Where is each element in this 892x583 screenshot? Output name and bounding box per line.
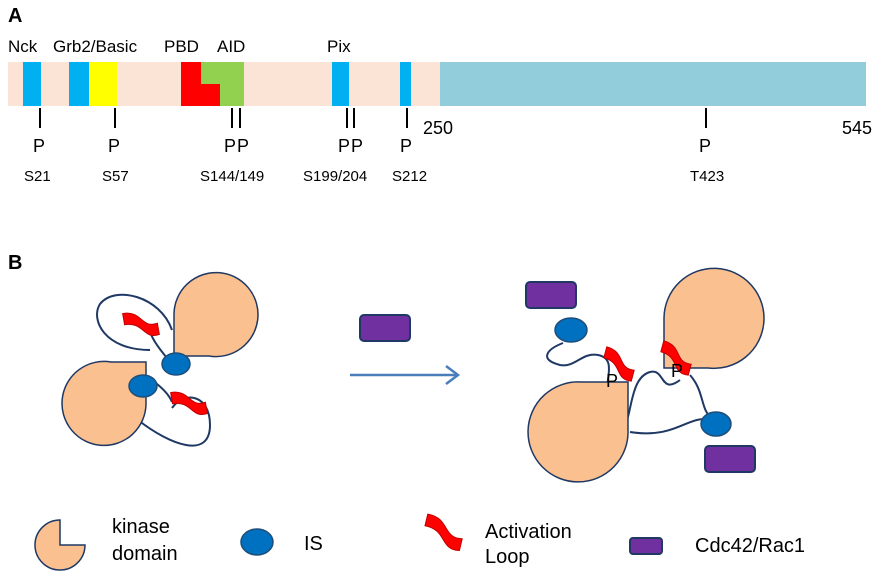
activation-loop-active-right [660,340,692,376]
site-s57: S57 [102,168,129,185]
nck-segment [23,62,41,106]
is-upper [161,352,191,376]
legend-cdc42-icon [629,537,663,555]
p-s21: P [33,136,45,156]
is-active-upper [554,317,588,343]
activation-loop-active-left [603,346,635,382]
p-s57: P [108,136,120,156]
residue-545: 545 [842,118,872,138]
residue-250: 250 [423,118,453,138]
kinase-region [440,62,866,106]
protein-domain-bar [8,62,866,106]
linker-upper [96,293,173,351]
s212-segment [400,62,411,106]
legend-is-icon [240,528,274,556]
phospho-ticks [39,108,707,128]
label-grb2-basic: Grb2/Basic [53,37,138,56]
legend-loop-line1: Activation [485,521,572,543]
label-aid: AID [217,37,245,56]
legend: kinase domain IS Activation Loop Cdc42/R… [34,513,805,571]
inactive-dimer [61,271,259,447]
site-t423: T423 [690,168,724,185]
p-s199: P [338,136,350,156]
p-s144: P [224,136,236,156]
cdc42-free [359,314,411,342]
linker-right-tail [689,374,713,419]
site-s212: S212 [392,168,427,185]
active-complex: P P [525,267,765,483]
kinase-domain-active-right [663,267,765,370]
legend-kinase-icon [34,519,86,571]
legend-cdc42-label: Cdc42/Rac1 [695,535,805,557]
activation-loop-lower [170,391,208,415]
panel-a-label: A [8,5,22,27]
label-pix: Pix [327,37,351,56]
kinase-domain-active-left [527,381,629,483]
p-t423: P [699,136,711,156]
site-s21: S21 [24,168,51,185]
site-s199-204: S199/204 [303,168,367,185]
cdc42-bound-upper [525,281,577,309]
label-pbd: PBD [164,37,199,56]
activation-loop-upper [122,312,160,336]
label-nck: Nck [8,37,38,56]
is-active-lower [700,411,732,437]
p-s212: P [400,136,412,156]
legend-kinase-line2: domain [112,543,178,565]
pix-segment [332,62,349,106]
kinase-domain-upper [173,271,259,358]
panel-b-label: B [8,252,22,274]
is-lower [128,374,158,398]
p-loop-right: P [671,361,683,381]
cdc42-bound-lower [704,445,756,473]
p-s149: P [237,136,249,156]
p-s204: P [351,136,363,156]
p-loop-left: P [606,371,618,391]
legend-is-label: IS [304,533,323,555]
site-s144-149: S144/149 [200,168,264,185]
grb2-segment [69,62,89,106]
legend-loop-line2: Loop [485,546,530,568]
legend-loop-icon [424,513,463,552]
legend-kinase-line1: kinase [112,516,170,538]
activation-arrow [350,365,461,385]
kinase-domain-lower [61,360,147,447]
aid-segment [201,62,244,106]
basic-segment [89,62,117,106]
